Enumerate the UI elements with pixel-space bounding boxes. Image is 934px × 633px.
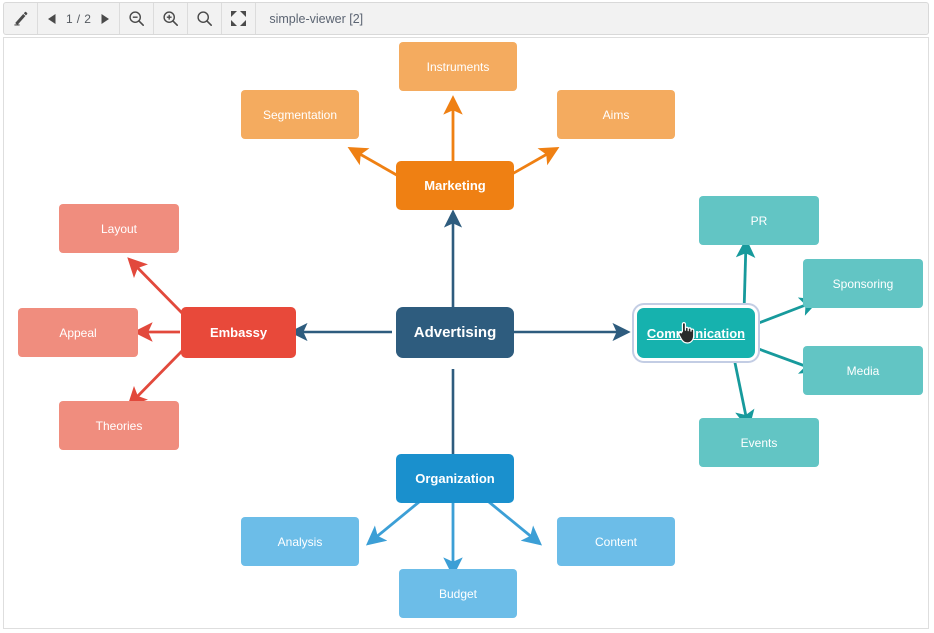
node-marketing[interactable]: Marketing	[396, 161, 514, 210]
edge-embassy-theories	[127, 350, 183, 407]
edge-embassy-layout	[127, 257, 183, 314]
node-label: Communication	[646, 325, 746, 341]
node-label: Budget	[438, 586, 478, 601]
node-label: Organization	[415, 471, 495, 486]
node-communication[interactable]: Communication	[637, 308, 755, 358]
edge-communication-pr	[735, 238, 756, 314]
edge-communication-events	[732, 357, 755, 430]
edge-organization-content	[488, 500, 543, 546]
node-label: Analysis	[277, 534, 323, 549]
zoom-reset-icon[interactable]	[188, 3, 223, 34]
node-events[interactable]: Events	[699, 418, 819, 467]
node-label: Theories	[95, 418, 143, 433]
node-sponsoring[interactable]: Sponsoring	[803, 259, 923, 308]
node-analysis[interactable]: Analysis	[241, 517, 359, 566]
node-label: Layout	[100, 221, 138, 236]
node-label: Advertising	[413, 324, 497, 341]
node-label: Sponsoring	[832, 276, 894, 291]
node-label: Aims	[602, 107, 630, 122]
toolbar: 1 / 2	[3, 2, 929, 35]
edge-organization-analysis	[365, 500, 420, 546]
node-label: Appeal	[59, 325, 97, 340]
magnifier-minus-glyph	[129, 11, 145, 26]
node-budget[interactable]: Budget	[399, 569, 517, 618]
node-embassy[interactable]: Embassy	[181, 307, 296, 358]
node-segmentation[interactable]: Segmentation	[241, 90, 359, 139]
node-media[interactable]: Media	[803, 346, 923, 395]
node-theories[interactable]: Theories	[59, 401, 179, 450]
zoom-out-icon[interactable]	[120, 3, 155, 34]
node-aims[interactable]: Aims	[557, 90, 675, 139]
node-pr[interactable]: PR	[699, 196, 819, 245]
fullscreen-icon[interactable]	[222, 3, 257, 34]
pencil-glyph	[14, 11, 28, 26]
next-page-icon[interactable]	[100, 13, 110, 25]
edit-pencil-icon[interactable]	[4, 3, 38, 34]
node-advertising[interactable]: Advertising	[396, 307, 514, 358]
triangle-left-glyph	[48, 13, 56, 24]
document-title: simple-viewer [2]	[269, 11, 364, 26]
node-label: PR	[750, 213, 768, 228]
node-label: Content	[594, 534, 638, 549]
node-organization[interactable]: Organization	[396, 454, 514, 503]
node-appeal[interactable]: Appeal	[18, 308, 138, 357]
node-content[interactable]: Content	[557, 517, 675, 566]
page-indicator: 1 / 2	[66, 11, 92, 26]
page-navigator: 1 / 2	[38, 3, 121, 34]
node-layout[interactable]: Layout	[59, 204, 179, 253]
zoom-in-icon[interactable]	[154, 3, 189, 34]
node-label: Media	[846, 363, 880, 378]
node-label: Events	[740, 435, 778, 450]
triangle-right-glyph	[101, 13, 110, 24]
node-label: Segmentation	[262, 107, 338, 122]
node-label: Embassy	[209, 325, 268, 340]
node-label: Marketing	[424, 178, 486, 193]
previous-page-icon[interactable]	[47, 13, 57, 25]
magnifier-plus-glyph	[163, 11, 179, 26]
node-label: Instruments	[426, 59, 490, 74]
magnifier-glyph	[197, 11, 213, 26]
node-instruments[interactable]: Instruments	[399, 42, 517, 91]
diagram-canvas[interactable]: Advertising Marketing Segmentation Instr…	[3, 37, 929, 629]
expand-arrows-glyph	[231, 11, 247, 26]
